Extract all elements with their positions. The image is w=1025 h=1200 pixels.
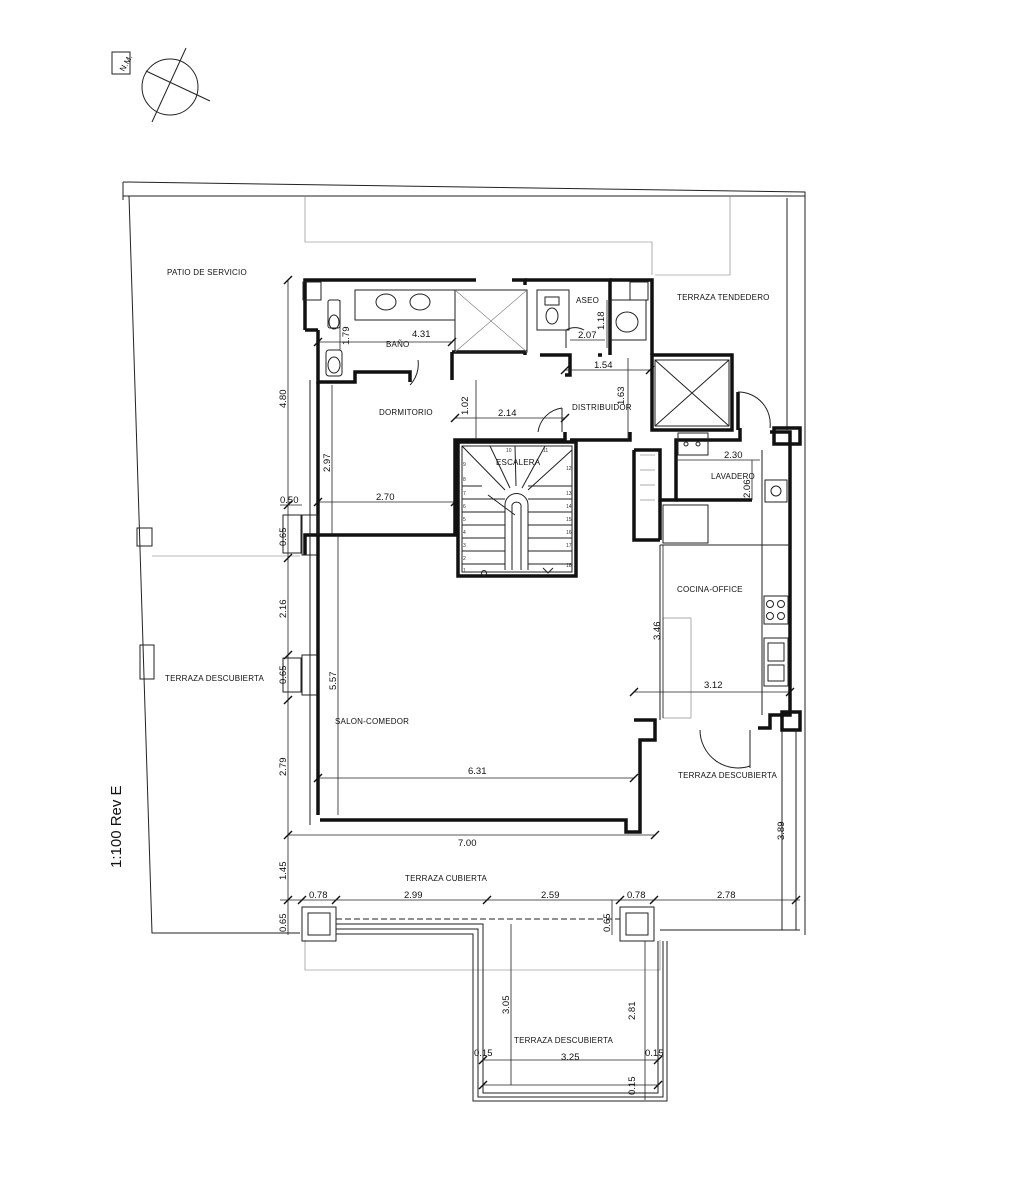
staircase [456,440,578,578]
dim-0-78-a: 0.78 [309,890,328,901]
dimension-texts: 4.31 1.79 2.07 1.18 1.54 1.63 1.02 2.14 … [278,312,787,1096]
lower-terrace [336,918,668,1102]
step-11: 11 [543,448,548,454]
step-12: 12 [566,466,572,472]
step-14: 14 [566,504,572,510]
dim-2-99: 2.99 [404,890,423,901]
dim-4-31: 4.31 [412,329,431,340]
dim-4-80: 4.80 [278,390,289,409]
room-dormitorio: DORMITORIO [379,408,433,417]
step-9: 9 [463,462,466,468]
shaft [654,359,730,427]
dimension-lines [280,275,801,1100]
room-terraza-descubierta-left: TERRAZA DESCUBIERTA [165,674,265,683]
door-swings [409,327,771,769]
step-4: 4 [463,530,466,536]
dim-3-05: 3.05 [501,996,512,1015]
dim-2-78: 2.78 [717,890,736,901]
room-escalera: ESCALERA [496,458,541,467]
dim-0-50: 0.50 [280,495,299,506]
step-2: 2 [463,556,466,562]
room-lavadero: LAVADERO [711,472,755,481]
dim-0-15-b: 0.15 [645,1048,664,1059]
dim-3-46: 3.46 [652,622,663,641]
dim-2-70: 2.70 [376,492,395,503]
dim-1-79: 1.79 [341,327,352,346]
dim-2-97: 2.97 [322,454,333,473]
dim-6-31: 6.31 [468,766,487,777]
room-terraza-descubierta-bottom: TERRAZA DESCUBIERTA [514,1036,614,1045]
step-17: 17 [566,543,572,549]
step-16: 16 [566,530,572,536]
dim-5-57: 5.57 [328,672,339,691]
step-7: 7 [463,491,466,497]
room-terraza-tendedero: TERRAZA TENDEDERO [677,293,770,302]
room-labels: PATIO DE SERVICIO TERRAZA TENDEDERO ASEO… [165,268,778,1045]
room-cocina-office: COCINA-OFFICE [677,585,743,594]
room-terraza-descubierta-right: TERRAZA DESCUBIERTA [678,771,778,780]
room-terraza-cubierta: TERRAZA CUBIERTA [405,874,487,883]
dim-3-25: 3.25 [561,1052,580,1063]
stair-step-numbers: 9 8 7 6 5 4 3 2 1 10 11 12 13 14 15 16 1… [463,448,572,574]
dim-0-15-a: 0.15 [474,1048,493,1059]
dim-0-78-b: 0.78 [627,890,646,901]
site-boundary [122,181,806,935]
dim-2-81: 2.81 [627,1002,638,1021]
room-bano: BAÑO [386,340,409,349]
dim-2-06: 2.06 [742,480,753,499]
step-5: 5 [463,517,466,523]
exterior-walls [301,278,802,834]
room-aseo: ASEO [576,296,599,305]
step-6: 6 [463,504,466,510]
dim-0-65-b: 0.65 [278,666,289,685]
room-patio-servicio: PATIO DE SERVICIO [167,268,247,277]
dim-3-12: 3.12 [704,680,723,691]
step-1: 1 [463,568,466,574]
columns [282,514,655,942]
dim-1-63: 1.63 [616,387,627,406]
dim-2-30: 2.30 [724,450,743,461]
room-salon-comedor: SALON-COMEDOR [335,717,409,726]
dim-3-89: 3.89 [776,822,787,841]
dim-1-02: 1.02 [460,397,471,416]
dim-2-79: 2.79 [278,758,289,777]
dim-1-45: 1.45 [278,862,289,881]
scale-note: 1:100 Rev E [108,785,125,868]
dim-0-65-c: 0.65 [278,914,289,933]
dim-7-00: 7.00 [458,838,477,849]
dim-2-07: 2.07 [578,330,597,341]
step-15: 15 [566,517,572,523]
bathroom-fixtures [302,281,649,377]
dim-0-15-c: 0.15 [627,1077,638,1096]
step-13: 13 [566,491,572,497]
north-label: N.M. [118,53,135,73]
step-10: 10 [506,448,512,454]
dim-2-16: 2.16 [278,600,289,619]
dim-0-65-d: 0.65 [602,914,613,933]
step-18: 18 [566,563,572,569]
dim-0-65-a: 0.65 [278,528,289,547]
north-arrow: N.M. [111,47,211,123]
dim-1-18: 1.18 [596,312,607,331]
dim-1-54: 1.54 [594,360,613,371]
kitchen-fixtures [640,432,789,719]
room-distribuidor: DISTRIBUIDOR [572,403,632,412]
step-8: 8 [463,477,466,483]
dim-2-14: 2.14 [498,408,517,419]
step-3: 3 [463,543,466,549]
dim-2-59: 2.59 [541,890,560,901]
